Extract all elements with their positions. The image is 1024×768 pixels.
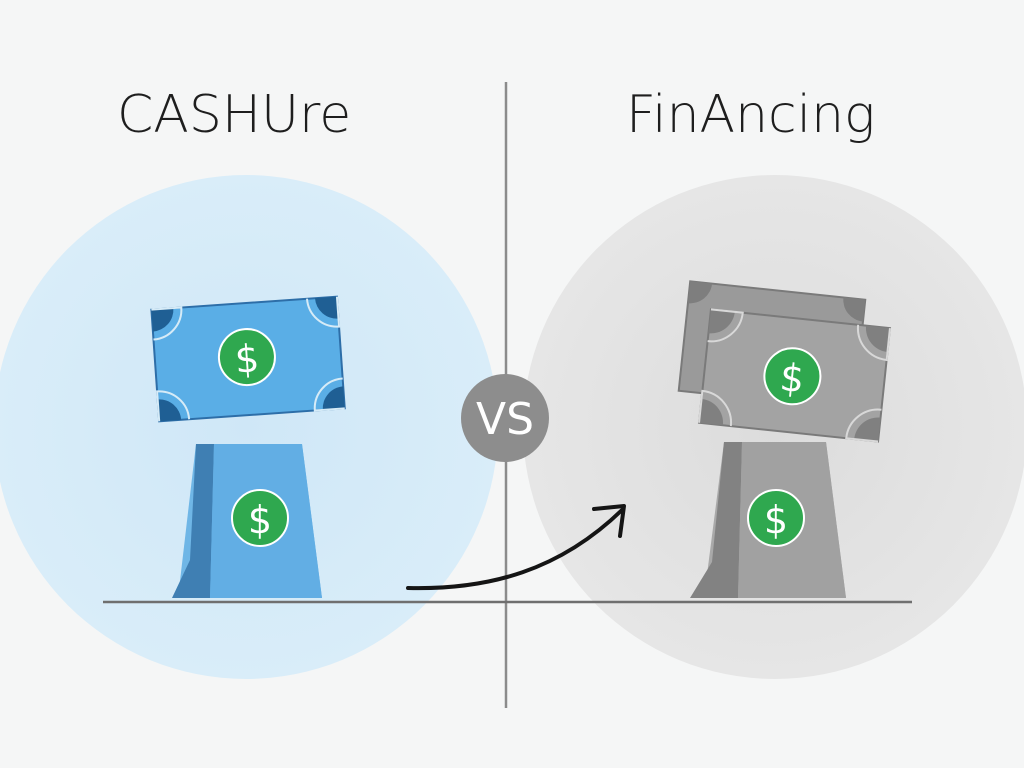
svg-text:$: $: [778, 355, 807, 401]
dollar-sign-icon: $: [231, 489, 289, 547]
dollar-sign-icon: $: [763, 347, 822, 406]
financing-title: FinAncing: [626, 85, 876, 145]
curved-arrow-icon: [406, 504, 626, 591]
left-background-circle: [0, 175, 498, 679]
right-pedestal: $: [690, 442, 846, 598]
left-pedestal: $: [172, 444, 322, 598]
svg-text:$: $: [764, 498, 788, 542]
left-banknote: $: [150, 295, 346, 423]
dollar-sign-icon: $: [747, 489, 805, 547]
dollar-sign-icon: $: [217, 328, 276, 387]
vs-label: VS: [476, 394, 534, 445]
cashure-title: CASHUre: [117, 85, 352, 145]
svg-text:$: $: [233, 336, 260, 382]
right-banknote-front: $: [697, 308, 892, 443]
svg-text:$: $: [248, 498, 272, 542]
vs-badge: VS: [461, 374, 549, 462]
